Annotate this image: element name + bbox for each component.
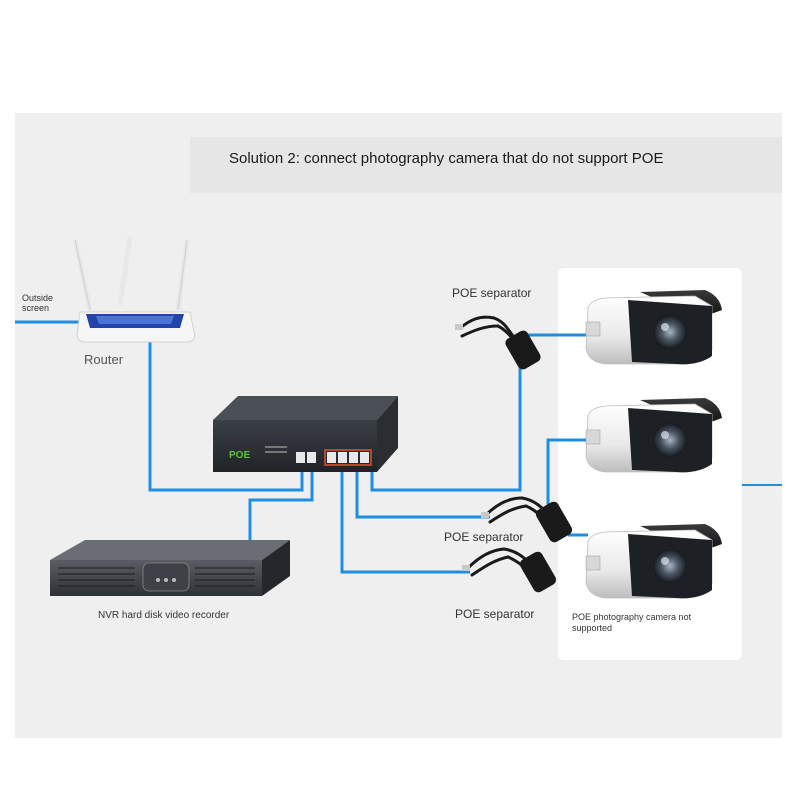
poe-separator-icon-1 — [455, 315, 541, 370]
nvr-icon — [50, 540, 290, 596]
cable-sep2-camera2 — [546, 438, 590, 520]
nvr-label: NVR hard disk video recorder — [98, 610, 230, 621]
poe-separator-icon-3 — [462, 547, 557, 593]
poe-separator-label-3: POE separator — [455, 607, 535, 621]
camera-note-label: POE photography camera not supported — [572, 612, 692, 633]
camera-icon-3 — [585, 524, 722, 599]
cables — [15, 320, 782, 574]
cable-router-switch — [148, 340, 304, 492]
camera-icon-2 — [585, 398, 722, 473]
poe-separator-label-1: POE separator — [452, 286, 532, 300]
outside-screen-label: Outside screen — [22, 293, 54, 313]
router-label: Router — [84, 352, 124, 367]
title-box — [190, 137, 782, 193]
poe-separator-icon-2 — [481, 496, 573, 543]
cable-switch-sep3 — [340, 468, 470, 574]
cable-switch-sep2 — [355, 468, 490, 519]
cable-switch-sep1 — [370, 365, 522, 492]
switch-ports — [296, 452, 369, 463]
nvr-vents — [58, 567, 255, 587]
poe-separator-label-2: POE separator — [444, 530, 524, 544]
router-icon — [72, 236, 196, 343]
cable-switch-nvr — [248, 466, 314, 543]
camera-icon-1 — [585, 290, 722, 365]
switch-brand: POE — [229, 450, 250, 461]
diagram-title: Solution 2: connect photography camera t… — [229, 150, 664, 167]
poe-switch-icon — [213, 396, 398, 472]
